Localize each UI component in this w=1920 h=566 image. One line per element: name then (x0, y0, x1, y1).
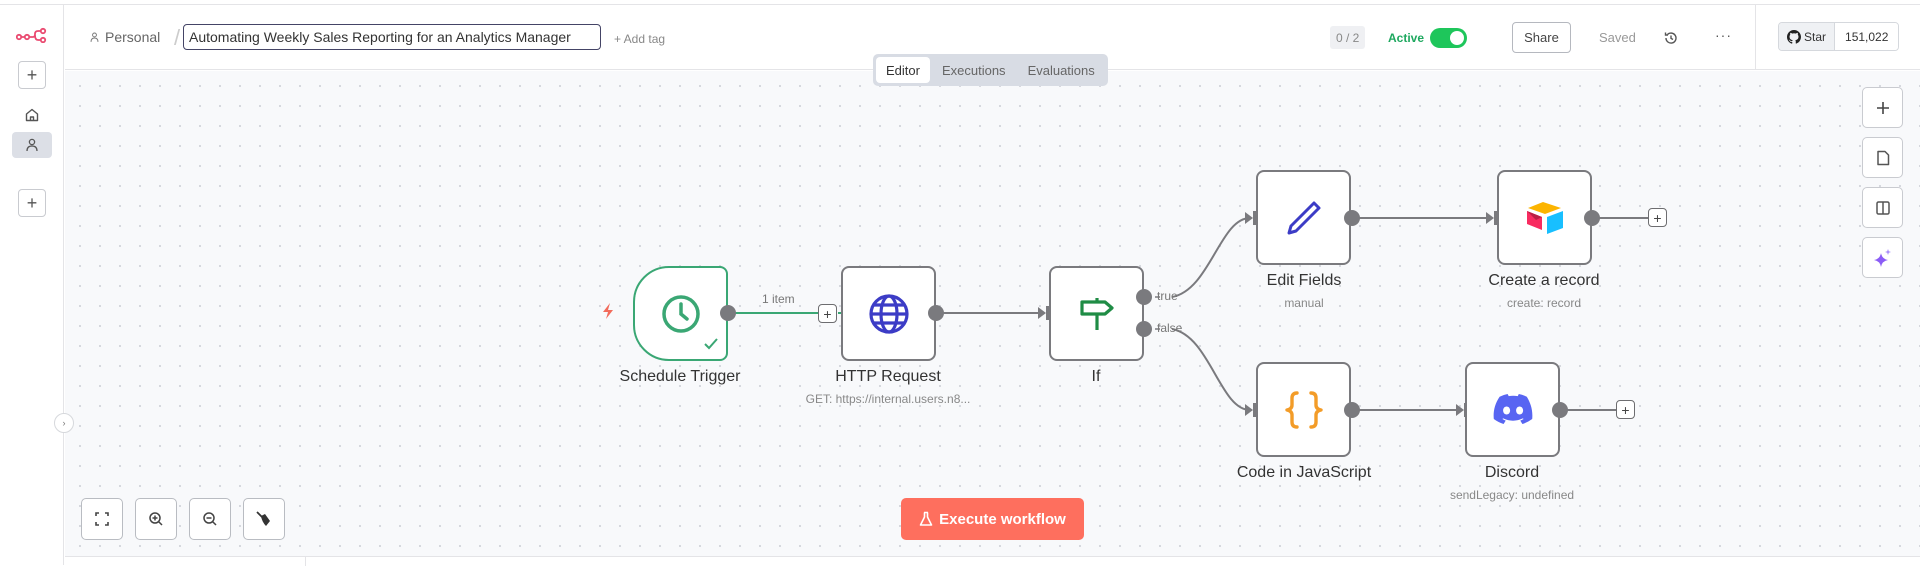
sparkle-icon (1873, 248, 1891, 267)
add-node-button[interactable] (1862, 87, 1903, 128)
chevron-right-icon: › (62, 418, 66, 428)
panel-icon (1875, 200, 1890, 215)
node-label: Code in JavaScript (1236, 464, 1372, 481)
sidebar: + + (0, 5, 64, 565)
active-label: Active (1388, 31, 1425, 45)
discord-icon (1493, 393, 1532, 424)
node-subtitle: sendLegacy: undefined (1449, 488, 1575, 502)
success-check-icon (704, 338, 718, 350)
add-sticky-note-button[interactable] (1862, 137, 1903, 178)
clock-icon (661, 294, 700, 333)
home-icon (25, 108, 39, 122)
more-options-icon[interactable]: ··· (1715, 27, 1732, 43)
zoom-in-button[interactable] (135, 498, 177, 540)
saved-status: Saved (1599, 30, 1636, 45)
node-label: Create a record (1488, 272, 1600, 289)
tab-evaluations[interactable]: Evaluations (1027, 62, 1095, 78)
sidebar-collapse-button[interactable]: › (54, 413, 74, 433)
fit-view-icon (95, 512, 109, 526)
breadcrumb-project[interactable]: Personal (89, 29, 160, 45)
pencil-icon (1287, 201, 1320, 234)
airtable-icon (1526, 201, 1563, 234)
user-icon (90, 32, 99, 42)
flask-icon (919, 511, 933, 526)
logs-panel-bar (65, 556, 1920, 566)
ai-assistant-button[interactable] (1862, 237, 1903, 278)
node-label: Discord (1484, 464, 1540, 481)
signpost-icon (1079, 297, 1114, 330)
code-braces-icon (1284, 390, 1323, 429)
header-divider (1755, 5, 1756, 70)
n8n-logo-icon[interactable] (16, 27, 48, 43)
add-node-after-airtable-button[interactable]: + (1648, 208, 1667, 227)
github-star-count: 151,022 (1835, 23, 1899, 50)
node-subtitle: create: record (1506, 296, 1582, 310)
fit-view-button[interactable] (81, 498, 123, 540)
toggle-knob (1450, 31, 1464, 45)
edge-item-count: 1 item (762, 292, 795, 306)
active-toggle[interactable] (1430, 28, 1467, 48)
tidy-up-button[interactable] (243, 498, 285, 540)
node-label: Schedule Trigger (619, 368, 741, 385)
zoom-in-icon (149, 512, 163, 526)
node-if[interactable] (1049, 266, 1144, 361)
globe-icon (868, 293, 909, 334)
if-true-label: true (1157, 289, 1178, 303)
project-name: Personal (105, 29, 161, 45)
add-project-button[interactable]: + (18, 189, 46, 217)
active-counter-badge: 0 / 2 (1330, 26, 1366, 49)
node-subtitle: GET: https://internal.users.n8... (805, 392, 971, 406)
workflow-title-input[interactable]: Automating Weekly Sales Reporting for an… (183, 24, 601, 50)
node-code-javascript[interactable] (1256, 362, 1351, 457)
sidebar-item-personal[interactable] (12, 132, 52, 158)
if-false-label: false (1157, 321, 1183, 335)
node-subtitle: manual (1284, 296, 1324, 310)
node-discord[interactable] (1465, 362, 1560, 457)
node-edit-fields[interactable] (1256, 170, 1351, 265)
insert-node-button[interactable]: + (818, 304, 837, 323)
plus-icon (1876, 101, 1889, 114)
add-tag-button[interactable]: + Add tag (614, 32, 666, 46)
zoom-out-icon (203, 512, 217, 526)
add-node-after-discord-button[interactable]: + (1616, 400, 1635, 419)
execute-workflow-label: Execute workflow (939, 510, 1066, 528)
node-create-record[interactable] (1497, 170, 1592, 265)
node-label: Edit Fields (1266, 272, 1342, 289)
tab-executions[interactable]: Executions (941, 62, 1006, 78)
share-button[interactable]: Share (1512, 22, 1571, 53)
trigger-bolt-icon (603, 303, 613, 319)
broom-icon (256, 511, 270, 526)
node-label: HTTP Request (835, 368, 941, 385)
tab-editor[interactable]: Editor (876, 57, 930, 83)
user-icon (26, 138, 38, 152)
node-label: If (1091, 368, 1101, 385)
github-star-label: Star (1804, 29, 1827, 44)
github-star-button[interactable]: Star 151,022 (1778, 22, 1900, 51)
sidebar-item-home[interactable] (12, 102, 52, 128)
zoom-out-button[interactable] (189, 498, 231, 540)
history-icon[interactable] (1663, 30, 1679, 46)
breadcrumb-separator: / (174, 25, 181, 50)
sticky-note-icon (1876, 150, 1889, 165)
github-icon (1787, 29, 1801, 44)
view-tabs: Editor Executions Evaluations (873, 54, 1108, 86)
top-strip (0, 0, 1920, 5)
logs-panel-divider (305, 557, 306, 566)
node-http-request[interactable] (841, 266, 936, 361)
toggle-panel-button[interactable] (1862, 187, 1903, 228)
workflow-canvas[interactable] (65, 71, 1920, 556)
create-button[interactable]: + (18, 61, 46, 89)
execute-workflow-button[interactable]: Execute workflow (901, 498, 1084, 540)
